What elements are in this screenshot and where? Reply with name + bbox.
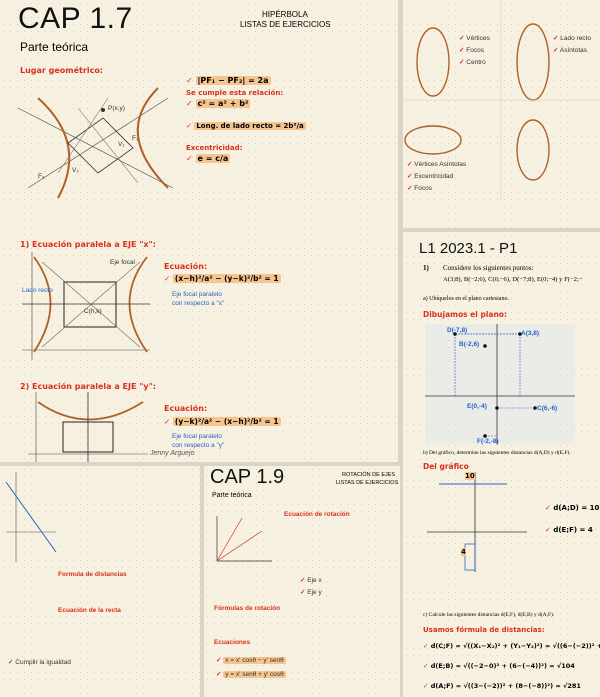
point-b: B(-2,6) (459, 341, 480, 348)
exercise-footer-3: ✓ Focos (407, 185, 432, 192)
rotation-diagram (216, 516, 272, 562)
horizontal-hyperbola-diagram (22, 252, 150, 360)
cap17-title: CAP 1.7 (18, 2, 133, 35)
exercise-item-2: ✓ Focos (459, 47, 484, 54)
equation-vertical: ✓ (y−k)²/a² − (x−h)²/b² = 1 (164, 417, 281, 426)
vertex-v1: V₁ (118, 141, 125, 148)
formula-af: ✓ d(A;F) = √((3−(−2))² + (8−(−8))²) = √2… (423, 682, 581, 690)
rotation-axis-y: ✓ Eje y (300, 589, 322, 596)
cap17-header-topic: HIPÉRBOLA (262, 10, 308, 19)
rule-excentricidad: ✓ e = c/a (186, 154, 231, 163)
bottom-left-graph (5, 472, 57, 562)
distance-label-10: 10 (465, 472, 475, 480)
ellipse-graphs (403, 0, 600, 200)
dibujamos-heading: Dibujamos el plano: (423, 310, 507, 319)
ecuacion-label-2: Ecuación: (164, 404, 208, 413)
exercise-item-1: ✓ Vértices (459, 35, 490, 42)
exercise-footer-2: ✓ Excentricidad (407, 173, 454, 180)
hyperbola-diagram (17, 87, 174, 199)
point-c: C(6,-6) (537, 405, 558, 412)
rule-relation: ✓ c² = a² + b² (186, 99, 251, 108)
exercises-panel: ✓ Vértices ✓ Focos ✓ Centro ✓ Lado recto… (403, 0, 600, 228)
rule-lado-recto: ✓ Long. de lado recto = 2b²/a (186, 122, 306, 130)
rotation-eq-label: Ecuación de rotación (284, 511, 350, 518)
q1-part-a: a) Ubíquelos en el plano cartesiano. (423, 296, 509, 302)
exercise-footer-1: ✓ Vértices Asíntotas (407, 161, 467, 168)
cartesian-plane (425, 324, 575, 444)
focal-note-2: Eje focal paralelo con respecto a "y" (172, 433, 225, 449)
point-p: P(x,y) (108, 105, 125, 112)
note-distancias: Formula de distancias (58, 571, 127, 578)
point-a: A(3,8) (521, 330, 540, 337)
rule-relation-label: Se cumple esta relación: (186, 89, 284, 97)
eje-focal-label: Eje focal (110, 259, 135, 266)
focus-f2: F₂ (38, 173, 45, 180)
q1-points: A(3;8), B(−2;6), C(6;−6), D(−7;8), E(0;−… (443, 276, 583, 283)
formula-eb: ✓ d(E;B) = √((−2−0)² + (6−(−4))²) = √104 (423, 662, 575, 670)
vertex-v2: V₂ (72, 167, 79, 174)
rotation-axis-x: ✓ Eje x (300, 577, 322, 584)
cap17-panel: CAP 1.7 Parte teórica HIPÉRBOLA LISTAS D… (0, 0, 398, 462)
focus-f1: F₁ (132, 135, 139, 142)
vertical-hyperbola-diagram (28, 392, 148, 462)
q1-text: Considere los siguientes puntos: (443, 264, 534, 272)
cap19-panel: CAP 1.9 Parte teórica ROTACIÓN DE EJES L… (204, 466, 400, 697)
equation-horizontal: ✓ (x−h)²/a² − (y−k)²/b² = 1 (164, 274, 281, 283)
note-recta: Ecuación de la recta (58, 607, 121, 614)
cap19-header-lists: LISTAS DE EJERCICIOS (336, 480, 399, 486)
point-f: F(-2,-8) (477, 438, 499, 445)
exercise-item-4: ✓ Lado recto (553, 35, 591, 42)
exercise-item-3: ✓ Centro (459, 59, 486, 66)
del-grafico-heading: Del gráfico (423, 462, 469, 471)
bottom-left-panel: ✓ Cumplir la igualdad Formula de distanc… (0, 466, 200, 697)
cap17-header-lists: LISTAS DE EJERCICIOS (240, 20, 331, 29)
q1-part-c: c) Calcule las siguientes distancias d(E… (423, 612, 555, 618)
center-label-1: C(h,k) (84, 308, 102, 315)
author-signature: Jenny Arguejo (150, 450, 195, 457)
ecuacion-label-1: Ecuación: (164, 262, 208, 271)
lugar-heading: Lugar geométrico: (20, 66, 104, 75)
q1-number: 1) (423, 264, 429, 272)
section2-heading: 2) Ecuación paralela a EJE "y": (20, 382, 156, 391)
q1-part-b: b) Del gráfico, determine las siguientes… (423, 450, 571, 456)
formula-cf: ✓ d(C;F) = √((X₁−X₂)² + (Y₁−Y₂)²) = √((6… (423, 642, 600, 650)
cap17-subtitle: Parte teórica (20, 40, 89, 54)
distance-result-ad: ✓ d(A;D) = 10 (545, 504, 600, 512)
distance-graph (427, 472, 527, 572)
cap19-subtitle: Parte teórica (212, 492, 252, 499)
distance-result-ef: ✓ d(E;F) = 4 (545, 526, 593, 534)
usamos-heading: Usamos fórmula de distancias: (423, 626, 545, 634)
lado-recto-label: Lado recto (22, 287, 53, 294)
l1-title: L1 2023.1 - P1 (419, 240, 518, 257)
section1-heading: 1) Ecuación paralela a EJE "x": (20, 240, 156, 249)
rotation-line-2: ✓ y = x' senθ + y' cosθ (216, 671, 286, 678)
l1-panel: L1 2023.1 - P1 1) Considere los siguient… (403, 232, 600, 697)
cap19-title: CAP 1.9 (210, 466, 285, 488)
point-d: D(-7,8) (447, 327, 468, 334)
rotation-line-1: ✓ x = x' cosθ − y' senθ (216, 657, 286, 664)
point-e: E(0,-4) (467, 403, 487, 410)
exercise-item-5: ✓ Asíntotas (553, 47, 588, 54)
focal-note-1: Eje focal paralelo con respecto a "x" (172, 291, 225, 307)
excentricidad-label: Excentricidad: (186, 144, 243, 152)
rule-definition: ✓ |PF₁ − PF₂| = 2a (186, 76, 271, 85)
rotation-equations-label: Ecuaciones (214, 639, 251, 646)
distance-label-4: 4 (461, 548, 466, 556)
cap19-header-topic: ROTACIÓN DE EJES (342, 472, 396, 478)
rotation-formulas-label: Fórmulas de rotación (214, 605, 281, 612)
note-igualdad: ✓ Cumplir la igualdad (8, 659, 71, 666)
